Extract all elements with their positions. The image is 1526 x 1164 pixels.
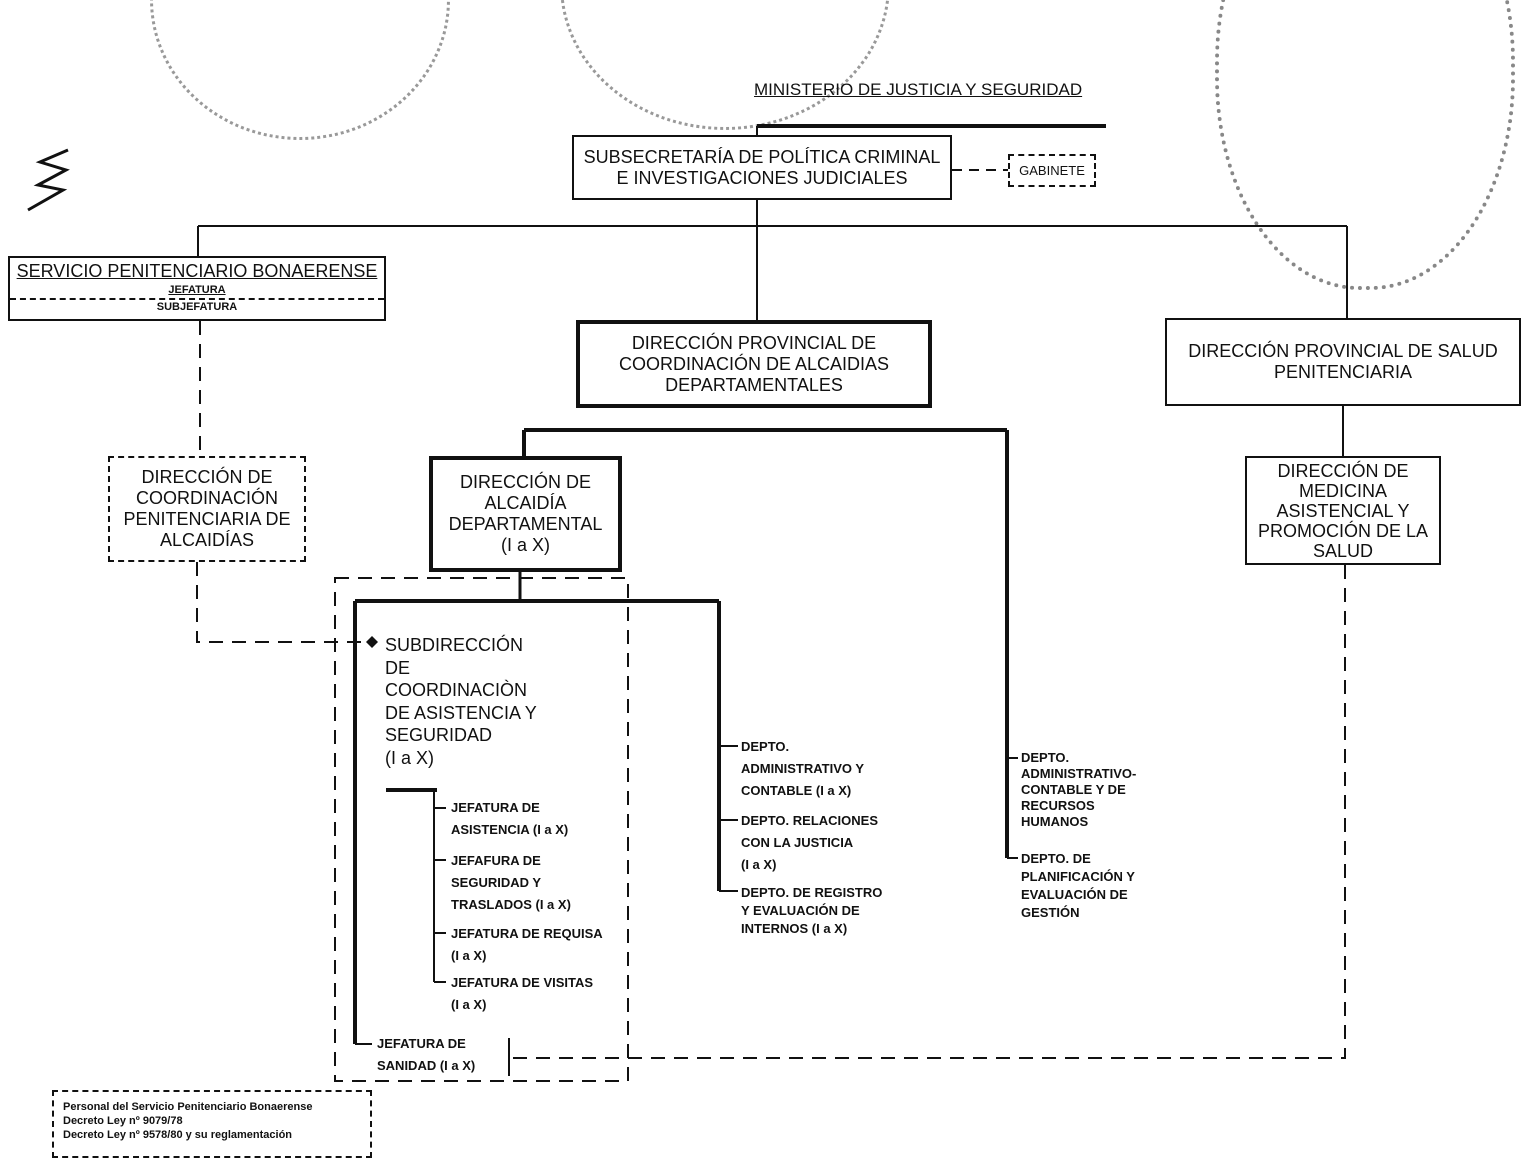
jefatura-requisa: JEFATURA DE REQUISA (I a X) bbox=[451, 926, 603, 963]
spb-subjefatura: SUBJEFATURA bbox=[156, 301, 238, 313]
depto-admin-rrhh: DEPTO. ADMINISTRATIVO- CONTABLE Y DE REC… bbox=[1021, 750, 1137, 829]
spb-jefatura: JEFATURA bbox=[168, 284, 226, 296]
dir-prov-alcaidias-box: DIRECCIÓN PROVINCIAL DE COORDINACIÓN DE … bbox=[576, 320, 932, 408]
jefatura-visitas: JEFATURA DE VISITAS (I a X) bbox=[451, 975, 594, 1012]
ministry-label: MINISTERIO DE JUSTICIA Y SEGURIDAD bbox=[754, 80, 1083, 99]
footnote-box: Personal del Servicio Penitenciario Bona… bbox=[52, 1090, 372, 1158]
dir-prov-salud-box: DIRECCIÓN PROVINCIAL DE SALUD PENITENCIA… bbox=[1165, 318, 1521, 406]
dir-alcaidia-box: DIRECCIÓN DE ALCAIDÍA DEPARTAMENTAL (I a… bbox=[429, 456, 622, 572]
subsecretaria-box: SUBSECRETARÍA DE POLÍTICA CRIMINAL E INV… bbox=[572, 135, 952, 200]
gabinete-box: GABINETE bbox=[1008, 154, 1096, 187]
jefatura-sanidad: JEFATURA DE SANIDAD (I a X) bbox=[377, 1036, 476, 1073]
spb-title: SERVICIO PENITENCIARIO BONAERENSE bbox=[16, 261, 378, 281]
dir-coord-penitenciaria-box: DIRECCIÓN DE COORDINACIÓN PENITENCIARIA … bbox=[108, 456, 306, 562]
dir-medicina-box: DIRECCIÓN DE MEDICINA ASISTENCIAL Y PROM… bbox=[1245, 456, 1441, 565]
jefatura-seguridad: JEFAFURA DE SEGURIDAD Y TRASLADOS (I a X… bbox=[451, 853, 571, 912]
depto-registro: DEPTO. DE REGISTRO Y EVALUACIÓN DE INTER… bbox=[741, 885, 883, 936]
subdireccion-label: SUBDIRECCIÓN DE COORDINACIÒN DE ASISTENC… bbox=[385, 635, 537, 768]
depto-relaciones-justicia: DEPTO. RELACIONES CON LA JUSTICIA (I a X… bbox=[741, 813, 879, 872]
jefatura-asistencia: JEFATURA DE ASISTENCIA (I a X) bbox=[451, 800, 569, 837]
spb-divider bbox=[10, 298, 384, 300]
depto-planificacion: DEPTO. DE PLANIFICACIÓN Y EVALUACIÓN DE … bbox=[1021, 851, 1135, 920]
signature-mark bbox=[27, 148, 70, 212]
depto-administrativo: DEPTO. ADMINISTRATIVO Y CONTABLE (I a X) bbox=[741, 739, 865, 798]
servicio-penitenciario-box: SERVICIO PENITENCIARIO BONAERENSE JEFATU… bbox=[8, 256, 386, 321]
